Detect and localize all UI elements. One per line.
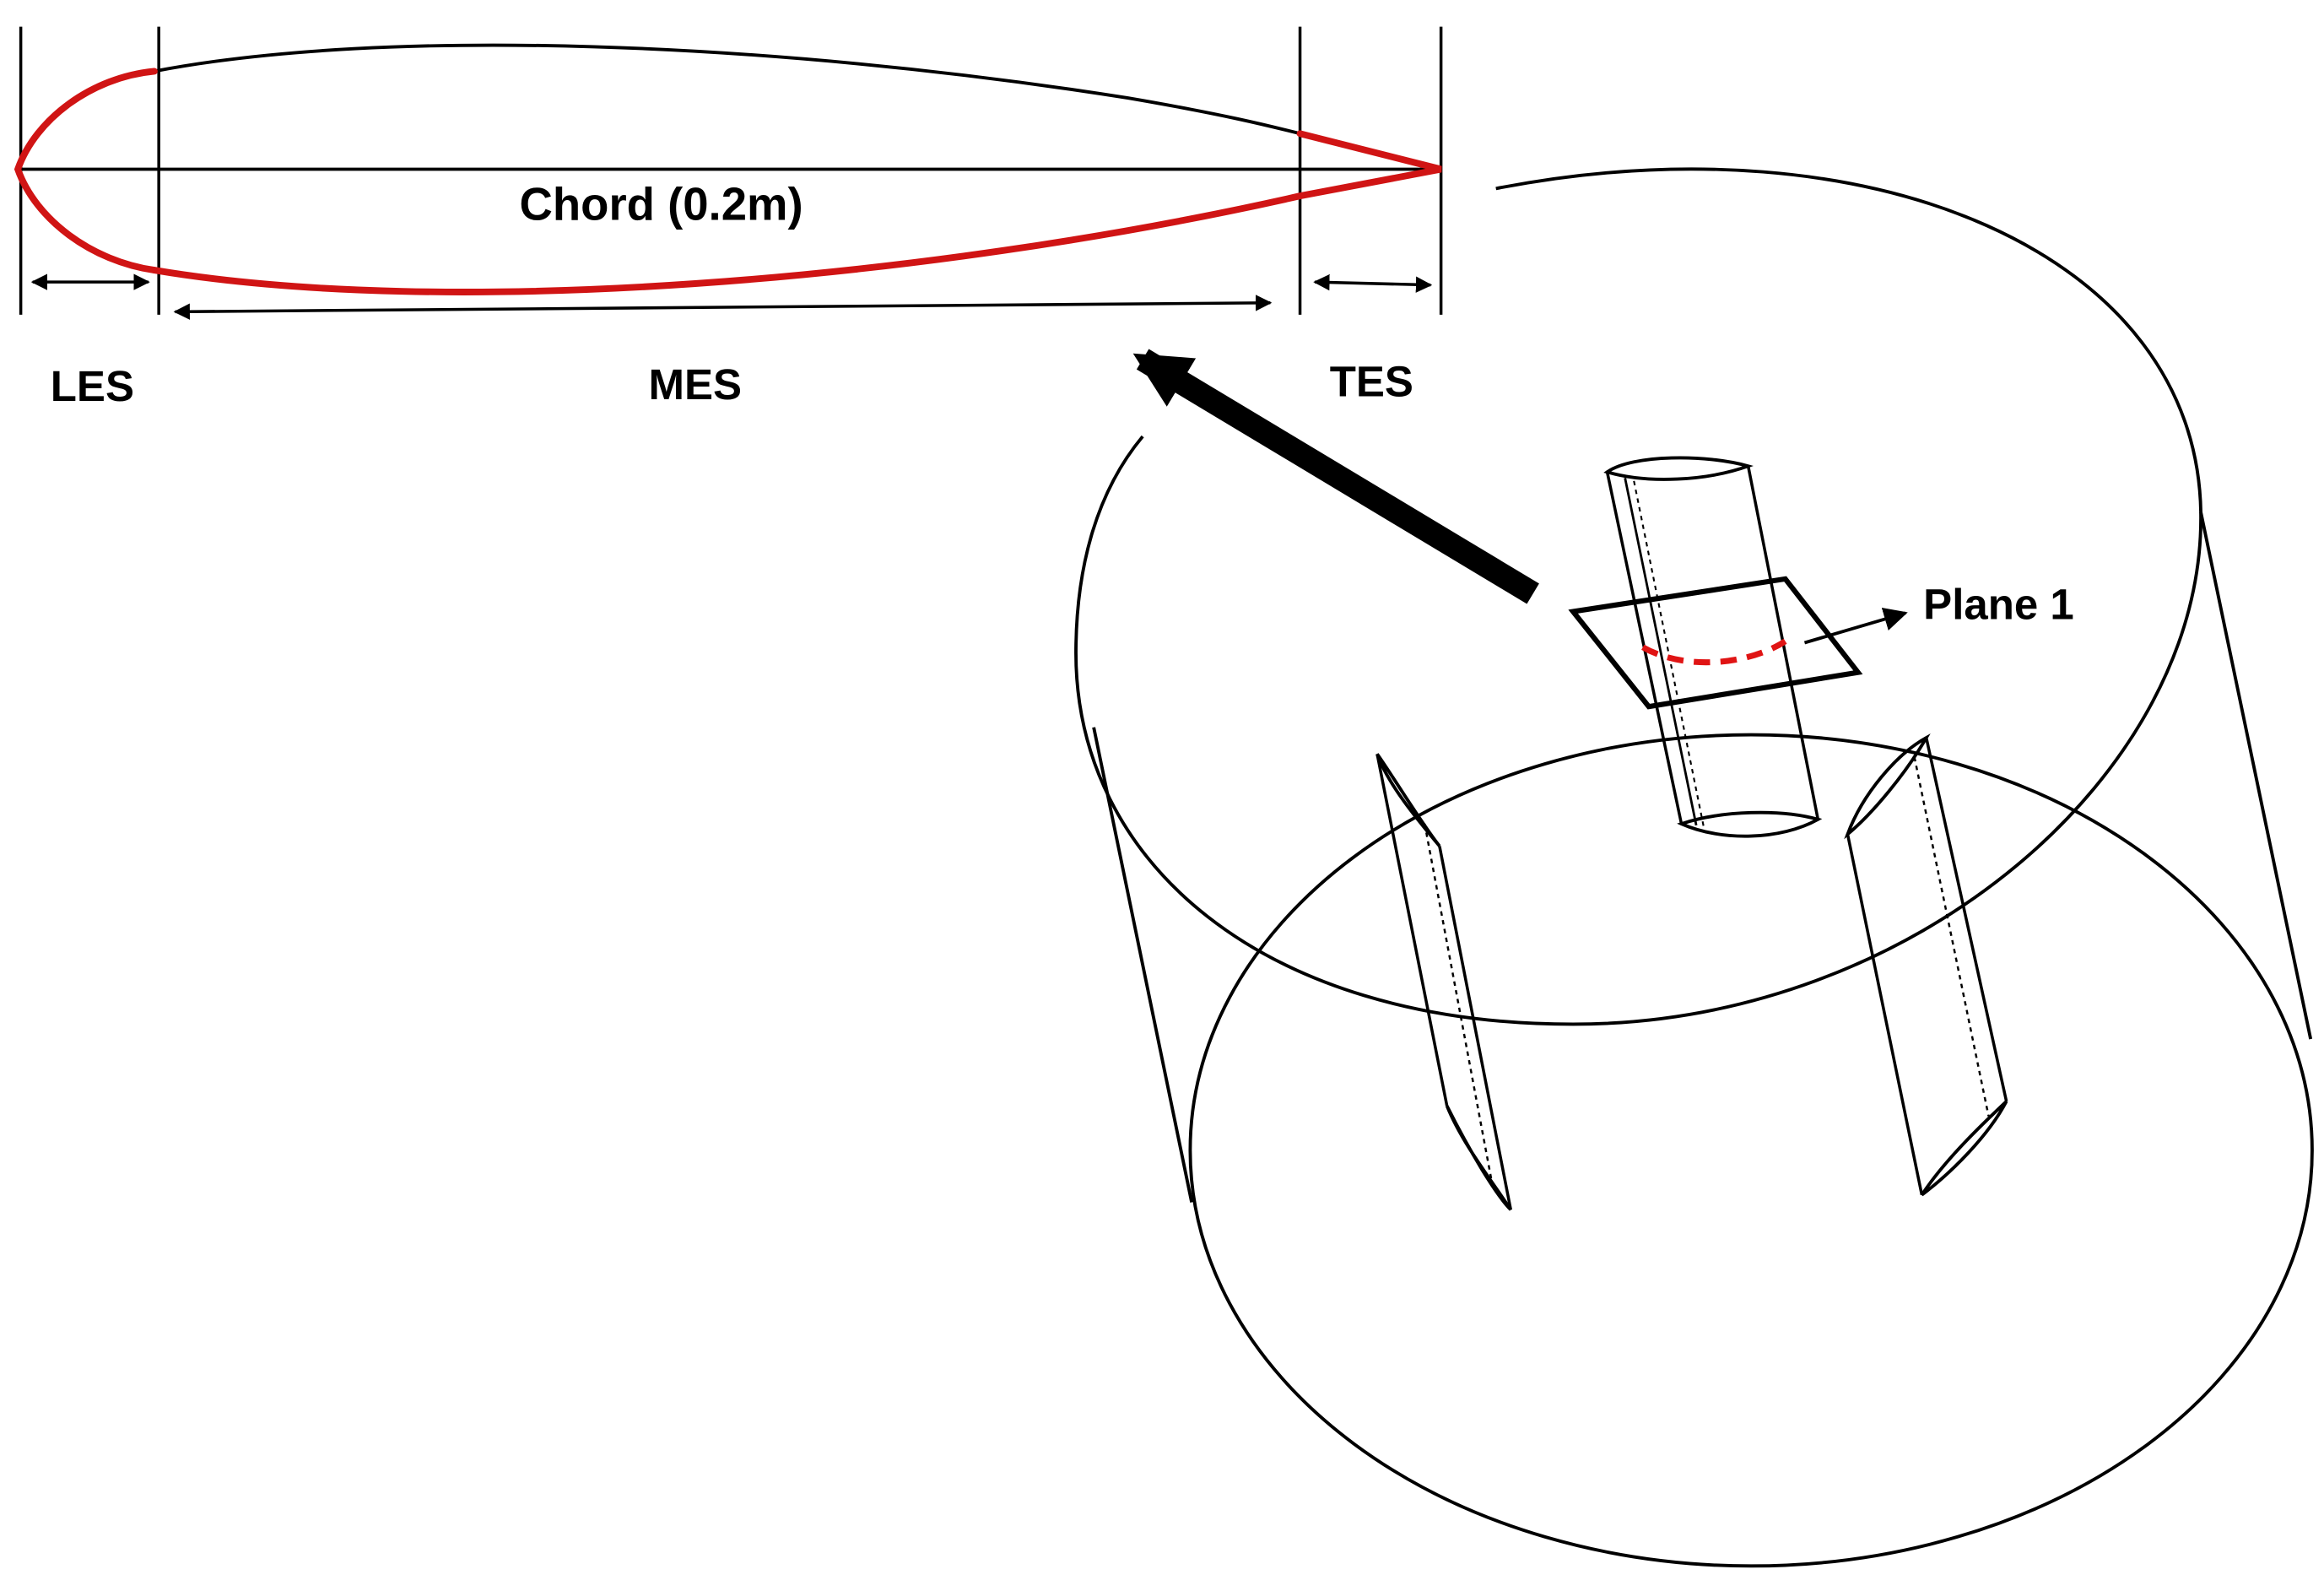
right-blade-bottom-section (1920, 1100, 2008, 1197)
center-blade-bottom-section (1677, 810, 1823, 838)
turbine-domain: Plane 1 (1074, 167, 2314, 1568)
plane-1-normal-arrow (1803, 607, 1908, 645)
right-blade (1844, 733, 2008, 1197)
right-blade-edge (1924, 737, 2008, 1102)
chord-label: Chord (0.2m) (520, 178, 803, 230)
mes-label: MES (649, 360, 743, 409)
tes-highlight (1296, 130, 1442, 200)
center-blade-edge (1633, 480, 1705, 827)
left-blade-edge (1438, 846, 1513, 1210)
center-blade (1603, 456, 1823, 838)
top-rim-ellipse (1074, 167, 2202, 1026)
airfoil-section: Chord (0.2m) LES MES TES (14, 26, 1443, 410)
tes-dimension-arrow (1313, 273, 1433, 293)
les-highlight (14, 68, 158, 274)
left-blade-edge (1424, 823, 1493, 1181)
plane-1-outline (1568, 576, 1863, 710)
center-blade-top-section (1603, 456, 1754, 481)
tes-label: TES (1330, 358, 1413, 406)
right-blade-edge (1846, 834, 1924, 1196)
pointer-arrow (1132, 349, 1539, 604)
mes-dimension-arrow (173, 295, 1273, 320)
plane-1-section-curve (1641, 638, 1787, 666)
right-blade-edge (1913, 756, 1990, 1117)
left-wall-line (1092, 727, 1194, 1203)
left-blade-edge (1375, 754, 1449, 1107)
right-blade-top-section (1844, 733, 1931, 840)
bottom-rim-ellipse (1188, 733, 2314, 1568)
right-wall-line (2199, 511, 2313, 1040)
les-label: LES (51, 362, 134, 410)
airfoil-upper-surface (154, 43, 1301, 136)
left-blade (1375, 753, 1513, 1211)
mes-highlight (150, 192, 1304, 295)
plane-1-label: Plane 1 (1923, 580, 2074, 628)
center-blade-edge (1624, 478, 1698, 826)
